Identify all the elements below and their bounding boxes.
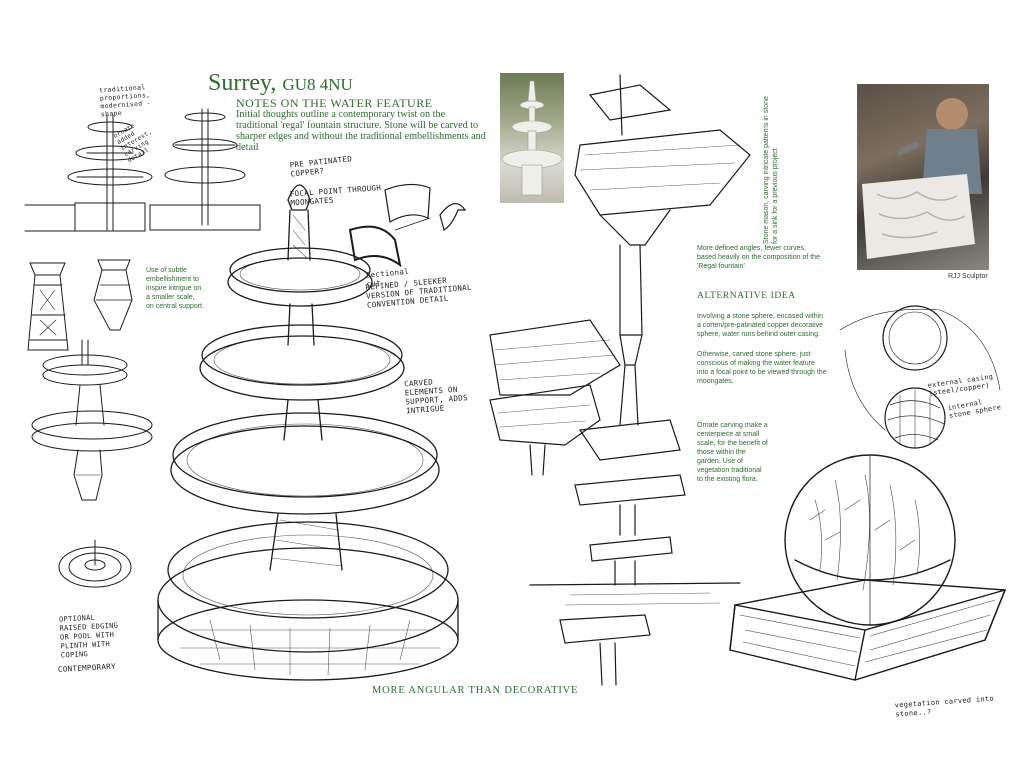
sketch-angular-fountain <box>489 74 751 686</box>
page-title: Surrey, GU8 4NU <box>208 70 353 98</box>
sketch-plan-pool <box>58 539 132 588</box>
title-postcode: GU8 4NU <box>282 75 353 94</box>
sketch-small-fountains <box>24 108 261 232</box>
note-contemporary: CONTEMPORARY <box>57 661 117 674</box>
photo-stone-mason <box>857 84 989 270</box>
note-defined-angles: More defined angles, fewer curves, based… <box>697 245 820 270</box>
alt-para-1: Involving a stone sphere, encased within… <box>697 313 824 338</box>
sketch-sectional-cut <box>348 183 467 268</box>
photo-regal-fountain <box>500 73 564 203</box>
intro-text: Initial thoughts outline a contemporary … <box>236 109 486 153</box>
alt-heading: ALTERNATIVE IDEA <box>697 291 796 301</box>
note-carved-support: CARVED ELEMENTS ON SUPPORT, ADDS INTRIGU… <box>403 377 469 416</box>
photo-credit: RJJ Sculptor <box>948 273 988 280</box>
alt-para-2: Otherwise, carved stone sphere, just con… <box>697 351 827 385</box>
sketch-sphere-plinth <box>729 454 1007 681</box>
title-place: Surrey, <box>208 70 277 96</box>
mason-photo-icon <box>862 98 982 259</box>
sketch-sphere-study <box>839 305 1001 449</box>
footer-caption: MORE ANGULAR THAN DECORATIVE <box>372 685 579 696</box>
note-embellishment: Use of subtle embellishment to inspire i… <box>146 267 204 310</box>
sketch-pedestals <box>27 259 133 351</box>
mason-caption: Stone mason, carving intricate patterns … <box>763 96 779 244</box>
sketch-main-fountain <box>157 184 459 681</box>
subtitle: NOTES ON THE WATER FEATURE <box>236 96 433 110</box>
note-raised-pool: OPTIONAL RAISED EDGING OR POOL WITH PLIN… <box>58 613 119 660</box>
fountain-photo-icon <box>501 80 563 196</box>
sketch-birdbath <box>31 339 153 501</box>
note-ornate-carving: Ornate carving make a centerpiece at sma… <box>697 422 768 483</box>
